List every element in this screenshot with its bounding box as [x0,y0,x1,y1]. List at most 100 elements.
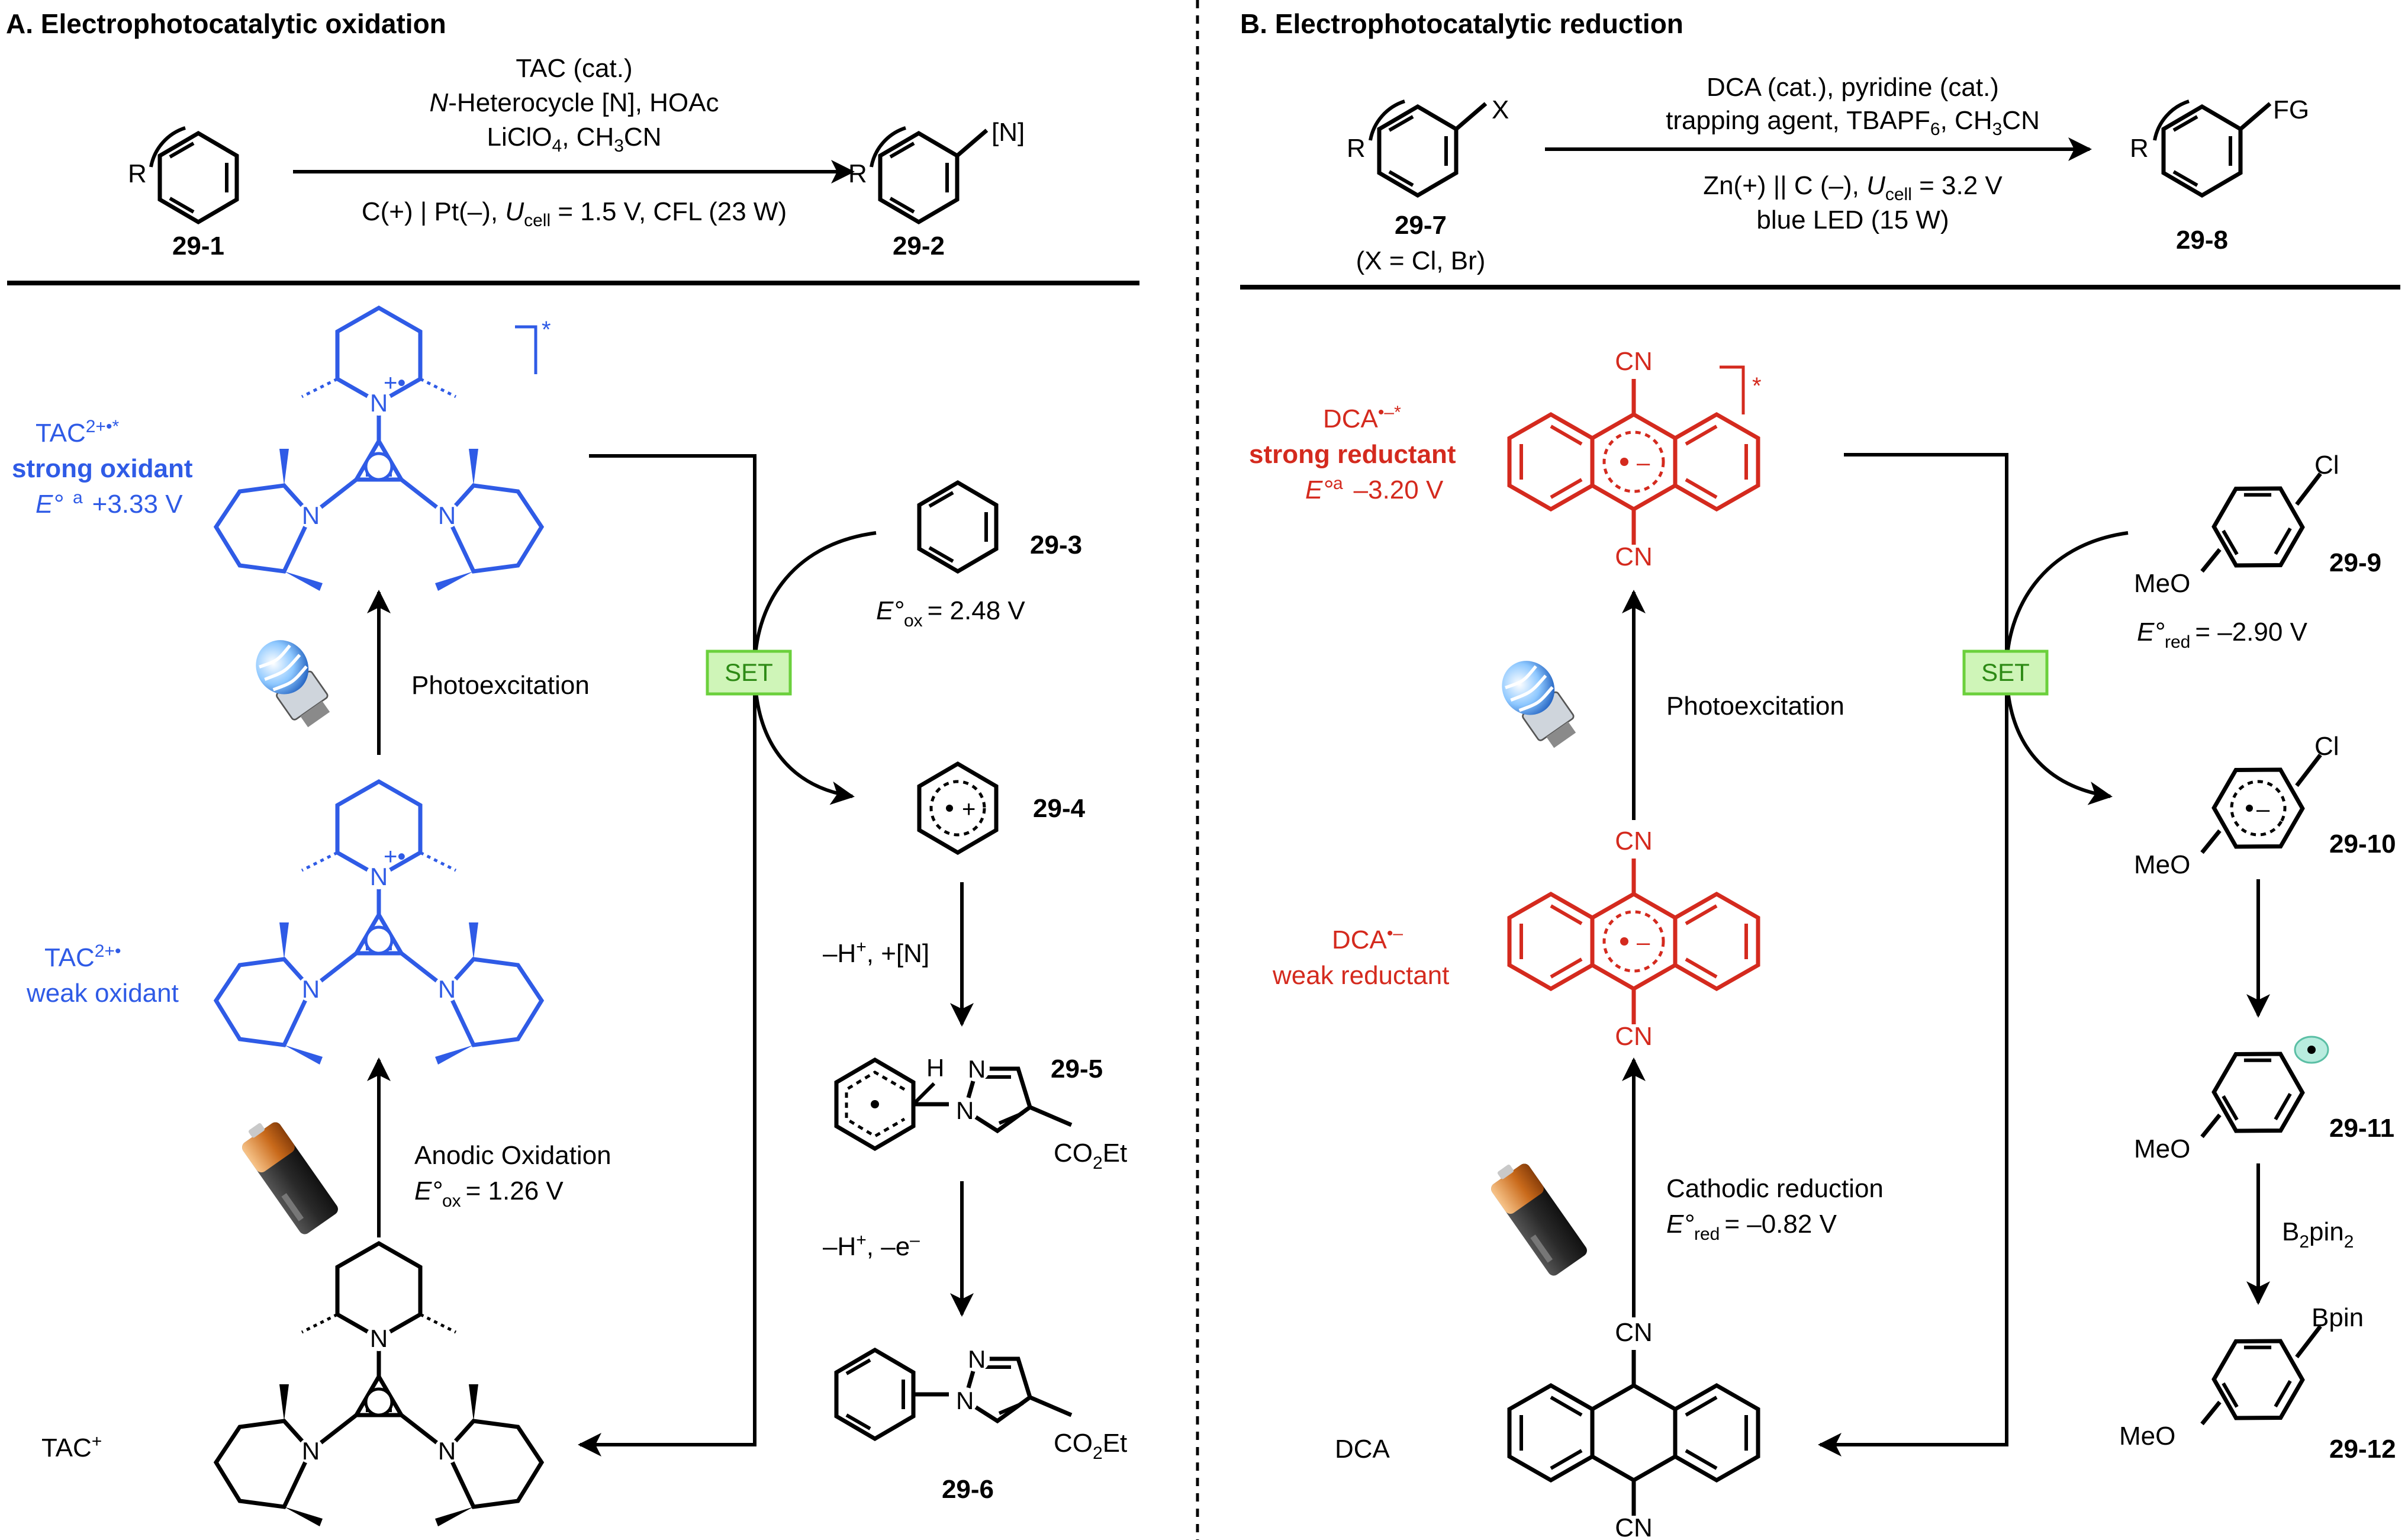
step1-label: –H+, +[N] [823,937,929,968]
tac-excited-potential: E°a+3.33 V [36,488,183,519]
product-29-2-label: 29-2 [893,232,945,261]
tac-excited-label: TAC2+•* [36,417,119,448]
tac-ground-label: TAC+ [41,1432,102,1462]
meo-bond-29-12 [2200,1400,2222,1426]
h-label-29-5: H [926,1054,944,1082]
tac-radical-desc: weak oxidant [26,979,179,1008]
meo-bond-29-11 [2200,1113,2222,1139]
anodic-label: Anodic Oxidation [414,1141,611,1170]
set-label-a: SET [725,658,773,686]
co2et-29-6: CO2Et [1054,1429,1127,1463]
dca-excited-cn-bottom: CN [1615,542,1653,571]
dca-excited-ring-charge: – [1637,450,1650,476]
b2pin2-label: B2pin2 [2282,1217,2354,1252]
co2et-29-5: CO2Et [1054,1139,1127,1173]
dca-radical-ring-charge: – [1637,930,1650,956]
product-29-2-structure [870,126,989,222]
label-29-9: 29-9 [2329,548,2381,577]
radical-dot-29-10 [2246,805,2253,812]
pyrazole-29-5 [952,1056,1073,1134]
excited-bracket-a [515,325,537,374]
set-label-b: SET [1981,658,2030,686]
cl-label-29-10: Cl [2314,732,2339,761]
tac-radical-n-left: N [302,975,320,1003]
product-29-8-structure [2153,99,2272,195]
cond-b-line1: DCA (cat.), pyridine (cat.) [1707,73,1999,102]
pyrazole-29-6 [952,1346,1073,1424]
excited-star-a: * [542,317,551,343]
boronate-29-12 [2203,1322,2314,1438]
cfl-bulb-icon-a [246,630,340,734]
tac-excited-structure [216,308,542,591]
label-29-12: 29-12 [2329,1435,2396,1464]
dca-excited-label: DCA•–* [1323,403,1401,433]
meo-label-29-10: MeO [2134,850,2190,879]
reactant-r-label: R [128,159,147,188]
sigma-complex-29-5 [834,1057,949,1152]
n1-label-29-5: N [956,1097,974,1124]
product-b-fg-label: FG [2273,95,2309,124]
reactant-29-7-note: (X = Cl, Br) [1356,246,1486,275]
n2-label-29-5: N [968,1055,986,1083]
meo-label-29-9: MeO [2134,569,2190,598]
dca-excited-potential: E°a–3.20 V [1305,474,1444,504]
tac-excited-desc: strong oxidant [12,454,193,483]
label-29-3: 29-3 [1030,531,1082,560]
radical-dot-29-11 [2307,1046,2316,1054]
radical-cation-29-4 [919,764,996,853]
reactant-b-x-label: X [1492,95,1509,124]
tac-radical-label: TAC2+• [44,941,121,972]
battery-icon-a [235,1114,340,1237]
reactant-29-1-label: 29-1 [172,232,224,261]
label-29-4: 29-4 [1033,794,1086,823]
cond-b-line2: trapping agent, TBAPF6, CH3CN [1666,106,2040,139]
product-b-r-label: R [2130,134,2149,163]
minus-29-10: – [2256,796,2270,822]
excited-star-b: * [1752,373,1762,399]
tac-ground-n-left: N [302,1437,320,1465]
dca-excited-desc: strong reductant [1249,440,1456,469]
cl-label-29-9: Cl [2314,451,2339,480]
cycle-loop-a [578,454,756,1457]
dca-ground-cn-top: CN [1615,1318,1653,1347]
radical-cation-plus: + [962,796,976,822]
phenyl-29-6 [836,1350,949,1439]
dca-radical-structure [1509,859,1758,1024]
cond-a-line3: LiClO4, CH3CN [487,123,662,156]
label-29-6: 29-6 [942,1475,994,1504]
label-29-11: 29-11 [2329,1114,2394,1143]
product-n-label: [N] [991,118,1025,147]
battery-icon-b [1484,1155,1589,1278]
tac-radical-n-right: N [438,975,456,1003]
dca-excited-cn-top: CN [1615,347,1653,376]
cond-a-line1: TAC (cat.) [516,54,632,83]
cycle-loop-b [1818,453,2008,1457]
set-box-a [706,650,792,696]
dca-radical-cn-bottom: CN [1615,1022,1653,1051]
tac-ground-structure [216,1243,542,1526]
bpin-bond-29-12 [2295,1324,2322,1359]
cathodic-potential: E°red= –0.82 V [1666,1210,1837,1244]
reactant-29-7-structure [1369,99,1488,195]
n2-label-29-6: N [968,1345,986,1373]
cond-b-line3: Zn(+) || C (–), Ucell = 3.2 V [1703,171,2003,204]
label-29-5: 29-5 [1051,1054,1103,1084]
tac-radical-n-top: N [370,863,388,890]
anodic-potential: E°ox= 1.26 V [414,1176,564,1211]
meo-label-29-11: MeO [2134,1134,2190,1163]
excited-bracket-b [1720,365,1745,414]
dca-radical-cn-top: CN [1615,827,1653,856]
n1-label-29-6: N [956,1387,974,1414]
tac-excited-n-top: N [370,389,388,417]
dca-radical-desc: weak reductant [1272,961,1449,990]
tac-radical-structure [216,782,542,1065]
cl-bond-29-9 [2295,472,2322,506]
cond-a-line4: C(+) | Pt(–), Ucell = 1.5 V, CFL (23 W) [362,197,787,230]
reactant-29-7-label: 29-7 [1395,211,1447,240]
photoexcitation-label-a: Photoexcitation [411,671,590,700]
potential-29-3: E°ox= 2.48 V [876,596,1025,631]
panel-a-title: A. Electrophotocatalytic oxidation [6,8,446,39]
meo-bond-29-9 [2200,548,2222,573]
tac-excited-n-left: N [302,501,320,529]
